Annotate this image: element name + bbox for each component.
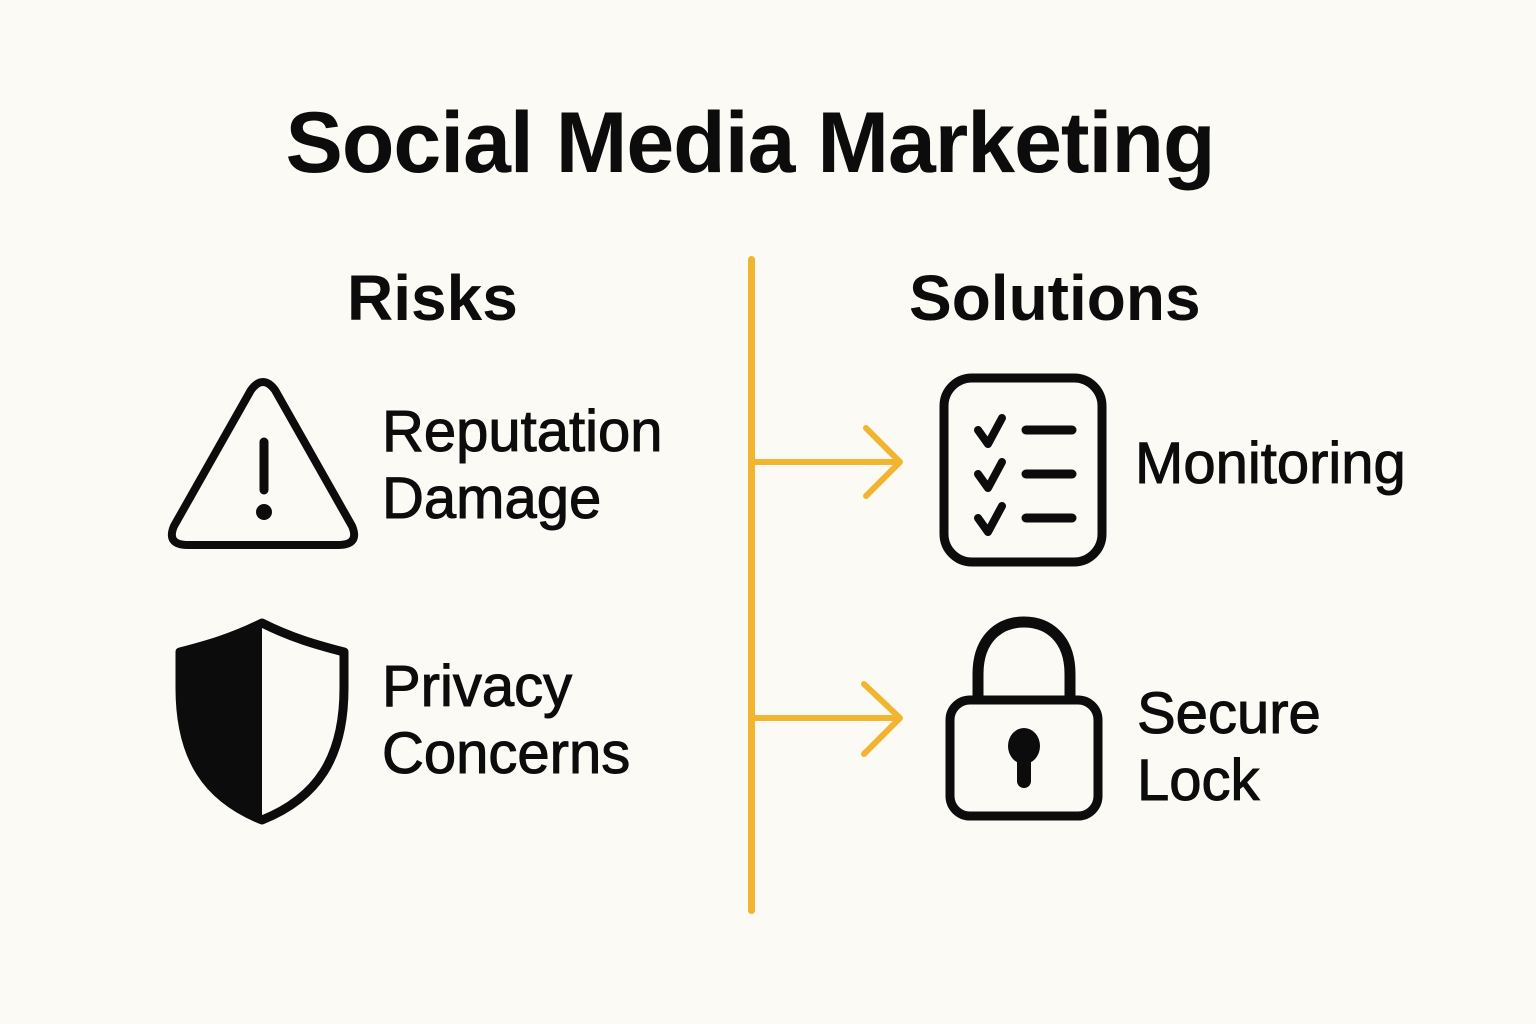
padlock-icon [945, 616, 1103, 821]
risk-label-line2: Damage [382, 466, 602, 532]
center-divider [748, 256, 755, 914]
arrow-to-monitoring-icon [749, 425, 903, 499]
risks-heading: Risks [347, 262, 518, 334]
arrow-to-secure-lock-icon [749, 681, 903, 757]
solutions-heading: Solutions [909, 262, 1201, 334]
risk-label-line2: Concerns [381, 721, 631, 787]
checklist-icon [939, 373, 1107, 567]
risk-label-line1: Privacy [381, 654, 573, 720]
shield-icon [175, 618, 349, 825]
risk-label-line1: Reputation [382, 399, 664, 465]
solution-label-line1: Secure [1137, 681, 1322, 747]
solution-label-line1: Monitoring [1135, 431, 1407, 497]
warning-triangle-icon [167, 378, 359, 549]
solution-label-line2: Lock [1137, 748, 1261, 814]
page-title: Social Media Marketing [285, 95, 1215, 191]
